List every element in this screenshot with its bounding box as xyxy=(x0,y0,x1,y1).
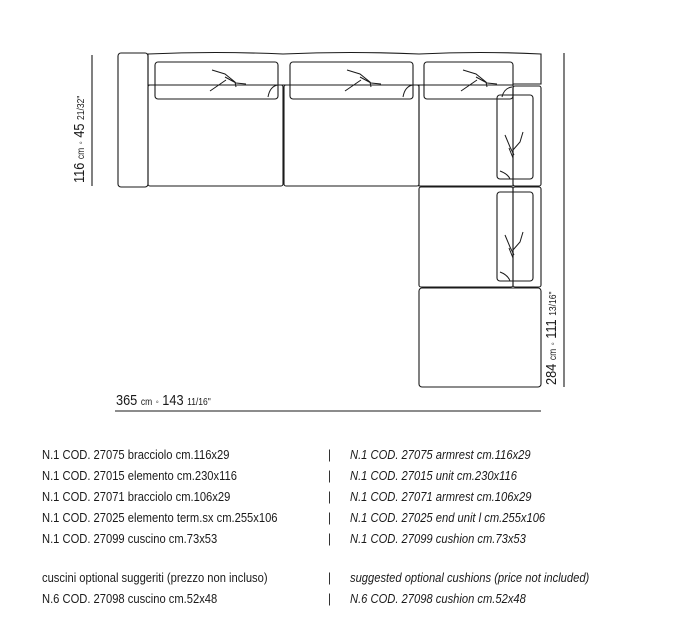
separator: | xyxy=(328,510,331,525)
back-strip xyxy=(147,51,542,86)
item-it: N.1 COD. 27071 bracciolo cm.106x29 xyxy=(42,489,231,504)
width-sep: ◦ xyxy=(155,397,159,408)
cushion-fold-marks xyxy=(209,69,524,282)
end-seat xyxy=(418,287,542,388)
separator: | xyxy=(328,531,331,546)
length-cm: 284 xyxy=(543,363,560,385)
width-inch-frac: 11/16" xyxy=(187,397,211,408)
width-dimension-label: 365 cm ◦ 143 11/16" xyxy=(116,392,211,409)
depth-dimension-label: 116 cm ◦ 45 21/32" xyxy=(71,96,88,183)
item-it: N.1 COD. 27025 elemento term.sx cm.255x1… xyxy=(42,510,278,525)
item-en: N.1 COD. 27071 armrest cm.106x29 xyxy=(350,489,532,504)
item-it: N.1 COD. 27075 bracciolo cm.116x29 xyxy=(42,447,230,462)
item-it: N.1 COD. 27015 elemento cm.230x116 xyxy=(42,468,237,483)
separator: | xyxy=(328,570,331,585)
right-armrest-lower xyxy=(512,186,542,288)
middle-seat xyxy=(418,186,514,288)
side-cushion-2 xyxy=(496,191,534,282)
depth-sep: ◦ xyxy=(76,141,87,145)
seat-2 xyxy=(283,84,420,187)
length-sep: ◦ xyxy=(548,342,559,346)
back-cushion-3 xyxy=(423,61,514,100)
optional-it: cuscini optional suggeriti (prezzo non i… xyxy=(42,570,268,585)
depth-unit: cm xyxy=(76,147,87,160)
left-armrest xyxy=(117,52,149,188)
optional-it: N.6 COD. 27098 cuscino cm.52x48 xyxy=(42,591,218,606)
width-unit: cm xyxy=(140,397,153,408)
corner-seat xyxy=(418,84,514,187)
right-armrest-upper xyxy=(512,85,542,187)
item-en: N.1 COD. 27025 end unit l cm.255x106 xyxy=(350,510,546,525)
optional-en: suggested optional cushions (price not i… xyxy=(350,570,590,585)
separator: | xyxy=(328,489,331,504)
depth-inch-frac: 21/32" xyxy=(76,95,87,120)
length-inch-frac: 13/16" xyxy=(548,291,559,316)
separator: | xyxy=(328,591,331,606)
separator: | xyxy=(328,447,331,462)
item-it: N.1 COD. 27099 cuscino cm.73x53 xyxy=(42,531,218,546)
length-dimension-label: 284 cm ◦ 111 13/16" xyxy=(543,292,560,386)
depth-inch: 45 xyxy=(71,123,88,138)
depth-cm: 116 xyxy=(71,162,88,183)
back-cushion-1 xyxy=(154,61,279,100)
back-cushion-2 xyxy=(289,61,414,100)
side-cushion-1 xyxy=(496,94,534,180)
separator: | xyxy=(328,468,331,483)
width-inch: 143 xyxy=(162,392,184,409)
item-en: N.1 COD. 27075 armrest cm.116x29 xyxy=(350,447,531,462)
optional-en: N.6 COD. 27098 cushion cm.52x48 xyxy=(350,591,526,606)
width-cm: 365 xyxy=(116,392,138,409)
seat-1 xyxy=(147,84,284,187)
length-inch: 111 xyxy=(543,319,560,339)
item-en: N.1 COD. 27099 cushion cm.73x53 xyxy=(350,531,526,546)
length-unit: cm xyxy=(548,348,559,361)
item-en: N.1 COD. 27015 unit cm.230x116 xyxy=(350,468,517,483)
